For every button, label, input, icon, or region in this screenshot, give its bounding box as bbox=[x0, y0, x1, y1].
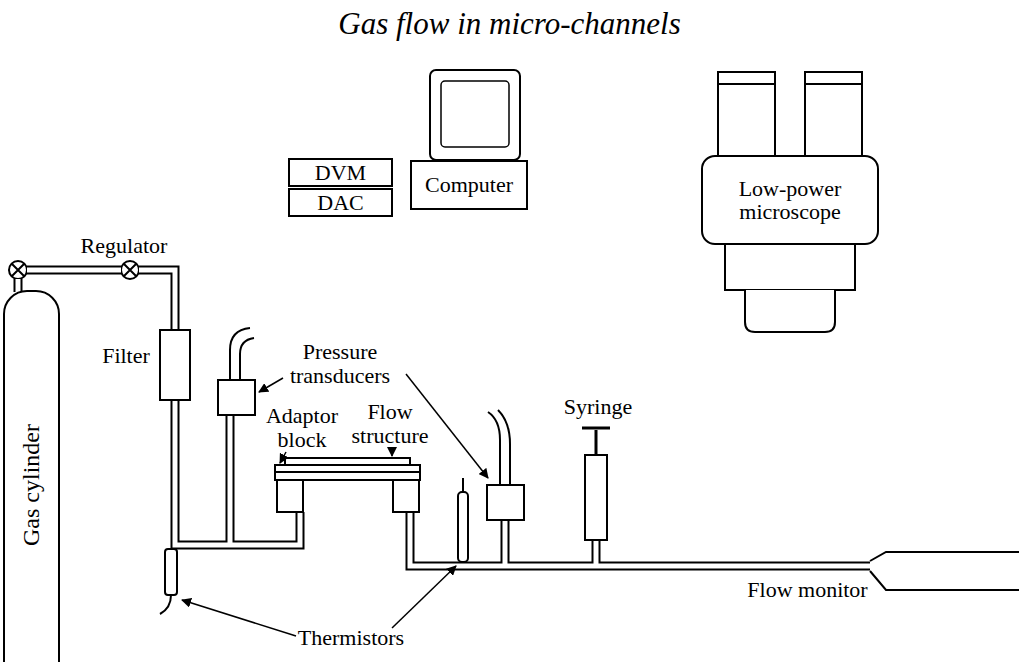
part-label: Pressure transducers bbox=[270, 340, 410, 388]
syringe-barrel bbox=[585, 455, 607, 540]
pipe-outline bbox=[18, 270, 870, 566]
instrument-box: DVM bbox=[288, 158, 393, 187]
node-text: DAC bbox=[317, 191, 363, 214]
leader-line bbox=[391, 451, 393, 456]
node-text: Low-power microscope bbox=[703, 177, 877, 223]
part-label: Adaptor block bbox=[262, 404, 342, 452]
flow-structure bbox=[285, 458, 410, 465]
instrument-box: DAC bbox=[288, 188, 393, 217]
transducer-cable bbox=[488, 410, 510, 485]
pipe-bore bbox=[18, 270, 870, 566]
valve bbox=[9, 261, 27, 279]
adaptor-plate bbox=[275, 465, 420, 480]
objective-lens bbox=[745, 290, 835, 332]
leader-line bbox=[392, 566, 456, 628]
valve bbox=[121, 261, 139, 279]
flow-monitor-tube bbox=[870, 552, 1019, 590]
thermistor-wire bbox=[462, 478, 464, 492]
part-label: Flow structure bbox=[340, 400, 440, 448]
eyepiece bbox=[805, 72, 862, 156]
objective-housing bbox=[725, 243, 855, 290]
pressure-transducer bbox=[487, 485, 524, 520]
eyepiece-rim bbox=[718, 83, 775, 85]
part-label: Syringe bbox=[560, 395, 636, 419]
transducer-cable bbox=[230, 328, 254, 380]
adaptor-block bbox=[393, 480, 419, 512]
monitor-screen bbox=[430, 70, 520, 160]
node-text: DVM bbox=[315, 161, 366, 184]
gas-cylinder: Gas cylinder bbox=[3, 290, 60, 662]
thermistor-wire bbox=[160, 595, 171, 614]
eyepiece bbox=[718, 72, 775, 156]
figure-title: Gas flow in micro-channels bbox=[0, 6, 1019, 42]
part-label: Regulator bbox=[66, 234, 182, 258]
leader-line bbox=[280, 452, 286, 463]
part-label: Filter bbox=[96, 344, 156, 368]
part-label: Flow monitor bbox=[745, 578, 870, 602]
leader-line bbox=[259, 378, 283, 392]
syringe-plunger bbox=[582, 428, 610, 455]
thermistor bbox=[165, 549, 177, 595]
node-text: Computer bbox=[425, 173, 513, 196]
microscope-body: Low-power microscope bbox=[701, 155, 879, 245]
leader-line bbox=[182, 600, 296, 636]
eyepiece-rim bbox=[805, 83, 862, 85]
monitor-glass bbox=[441, 81, 509, 147]
thermistor bbox=[458, 492, 468, 562]
computer-box: Computer bbox=[410, 160, 528, 210]
pressure-transducer bbox=[218, 380, 255, 415]
node-text: Gas cylinder bbox=[19, 424, 44, 546]
part-label: Thermistors bbox=[296, 626, 406, 650]
adaptor-plate-line bbox=[275, 471, 420, 473]
filter-body bbox=[160, 330, 190, 400]
adaptor-block bbox=[277, 480, 303, 512]
